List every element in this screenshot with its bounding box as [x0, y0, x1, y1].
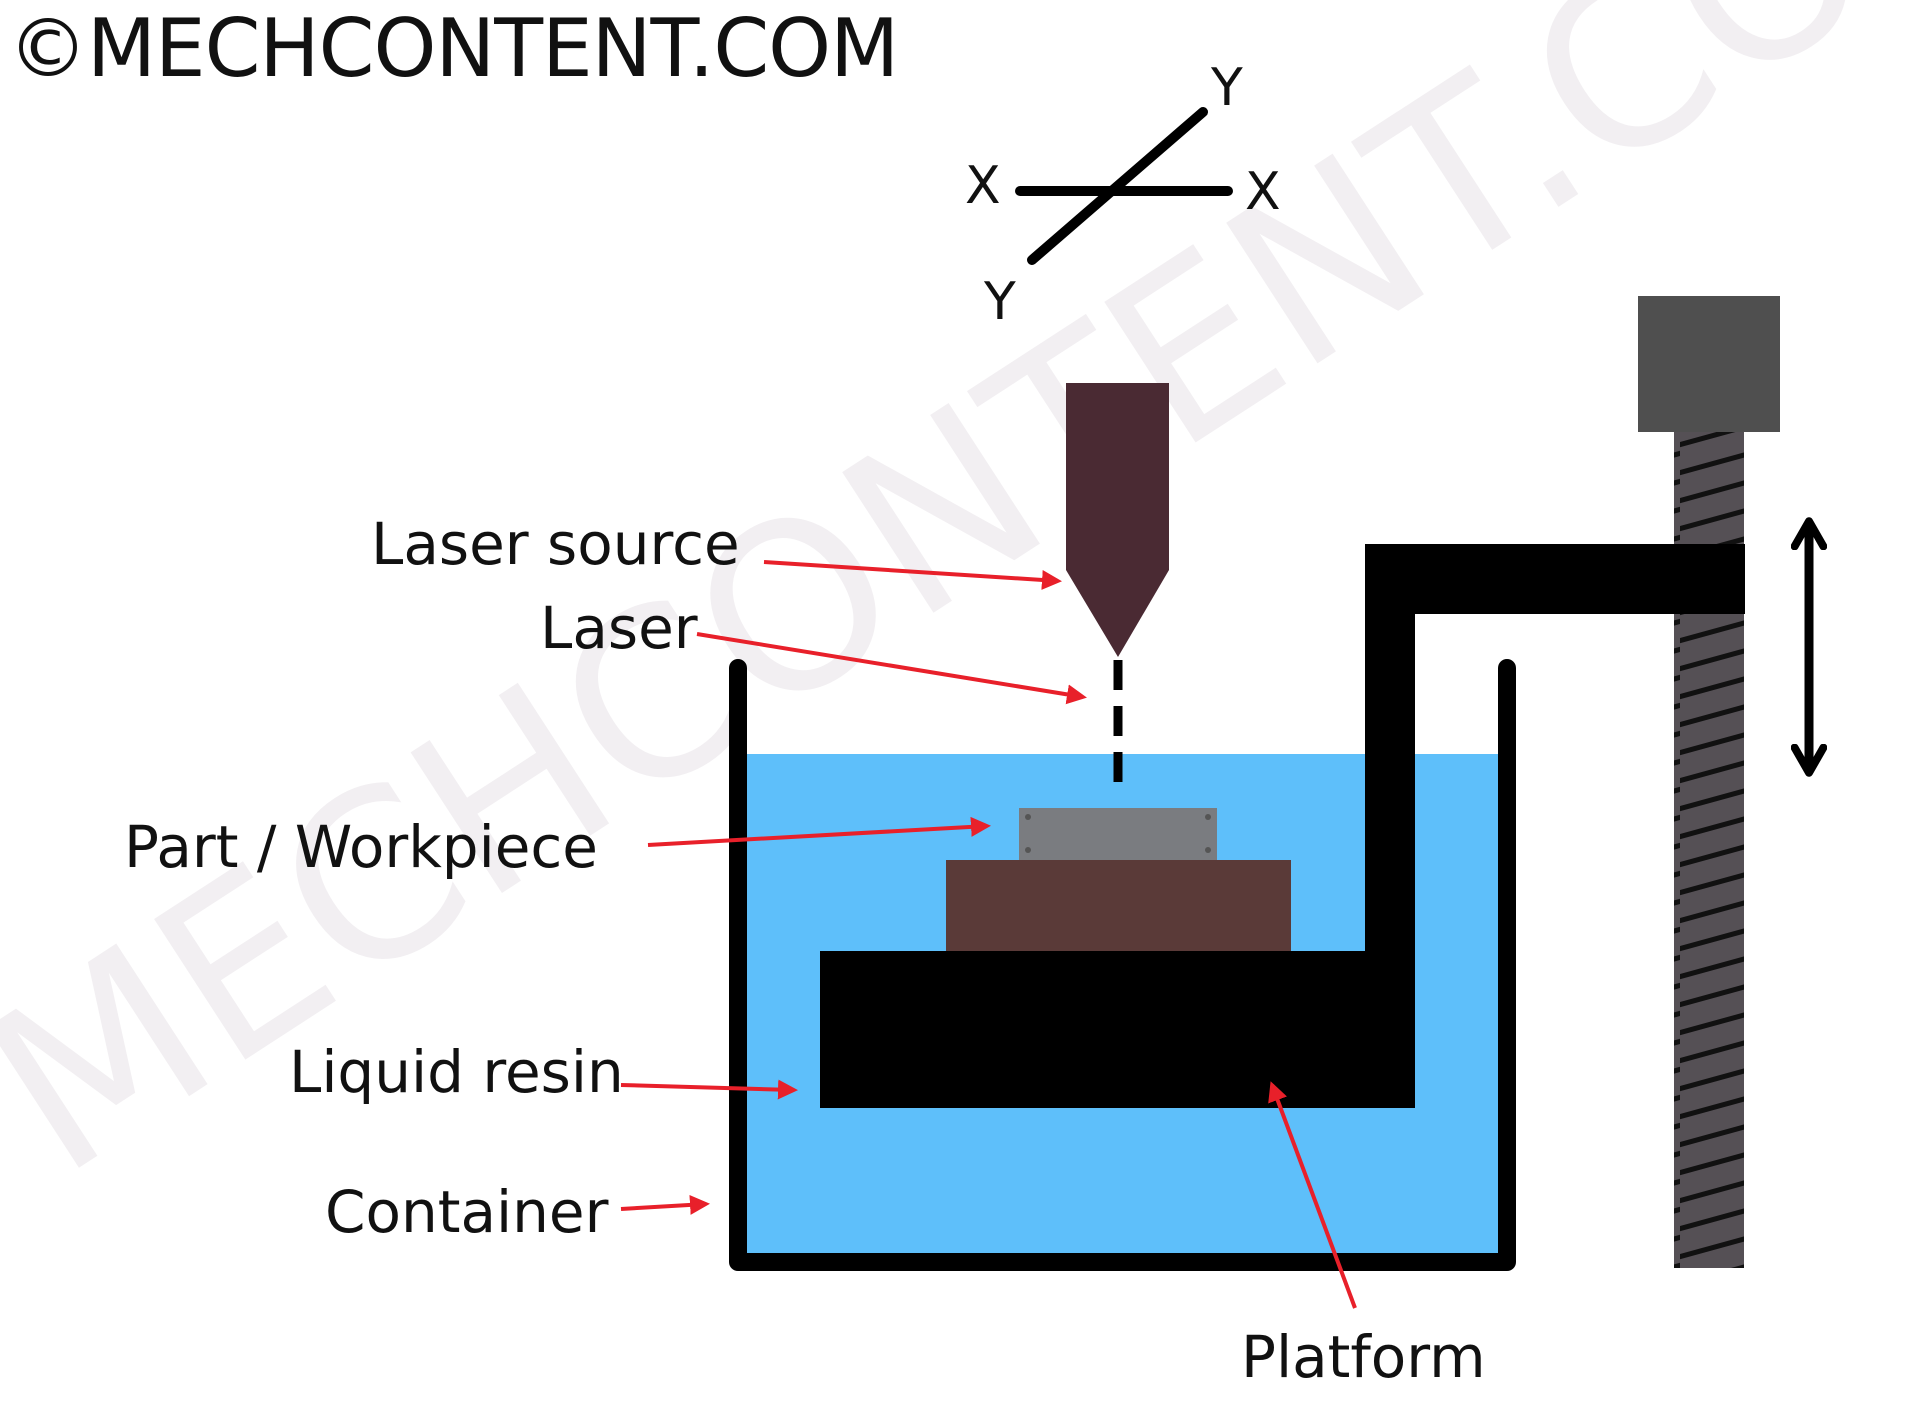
leader-laser-source — [763, 560, 1062, 590]
leader-laser — [696, 632, 1087, 705]
axis-label-y-bottom: Y — [984, 272, 1016, 332]
leader-arrows — [620, 560, 1357, 1309]
label-platform: Platform — [1241, 1323, 1486, 1391]
leader-liquid-resin — [620, 1079, 798, 1100]
leader-container — [620, 1194, 710, 1215]
label-part: Part / Workpiece — [124, 813, 598, 881]
label-container: Container — [325, 1178, 609, 1246]
leader-platform — [1268, 1081, 1357, 1309]
container — [729, 659, 1516, 1271]
copyright-text: ©MECHCONTENT.COM — [8, 2, 899, 95]
screw-motor-head — [1638, 296, 1780, 432]
platform — [820, 544, 1745, 1108]
laser-source — [1066, 383, 1169, 657]
label-liquid-resin: Liquid resin — [289, 1038, 624, 1106]
axis-label-x-right: X — [1245, 162, 1281, 222]
label-laser-source: Laser source — [371, 510, 740, 578]
lead-screw — [1638, 296, 1780, 1268]
part-top — [1019, 808, 1217, 860]
axis-label-y-top: Y — [1211, 58, 1243, 118]
axis-label-x-left: X — [965, 156, 1001, 216]
label-laser: Laser — [540, 594, 698, 662]
part-base — [946, 860, 1291, 951]
xy-axis-symbol — [1015, 107, 1233, 265]
leader-part — [647, 816, 991, 847]
